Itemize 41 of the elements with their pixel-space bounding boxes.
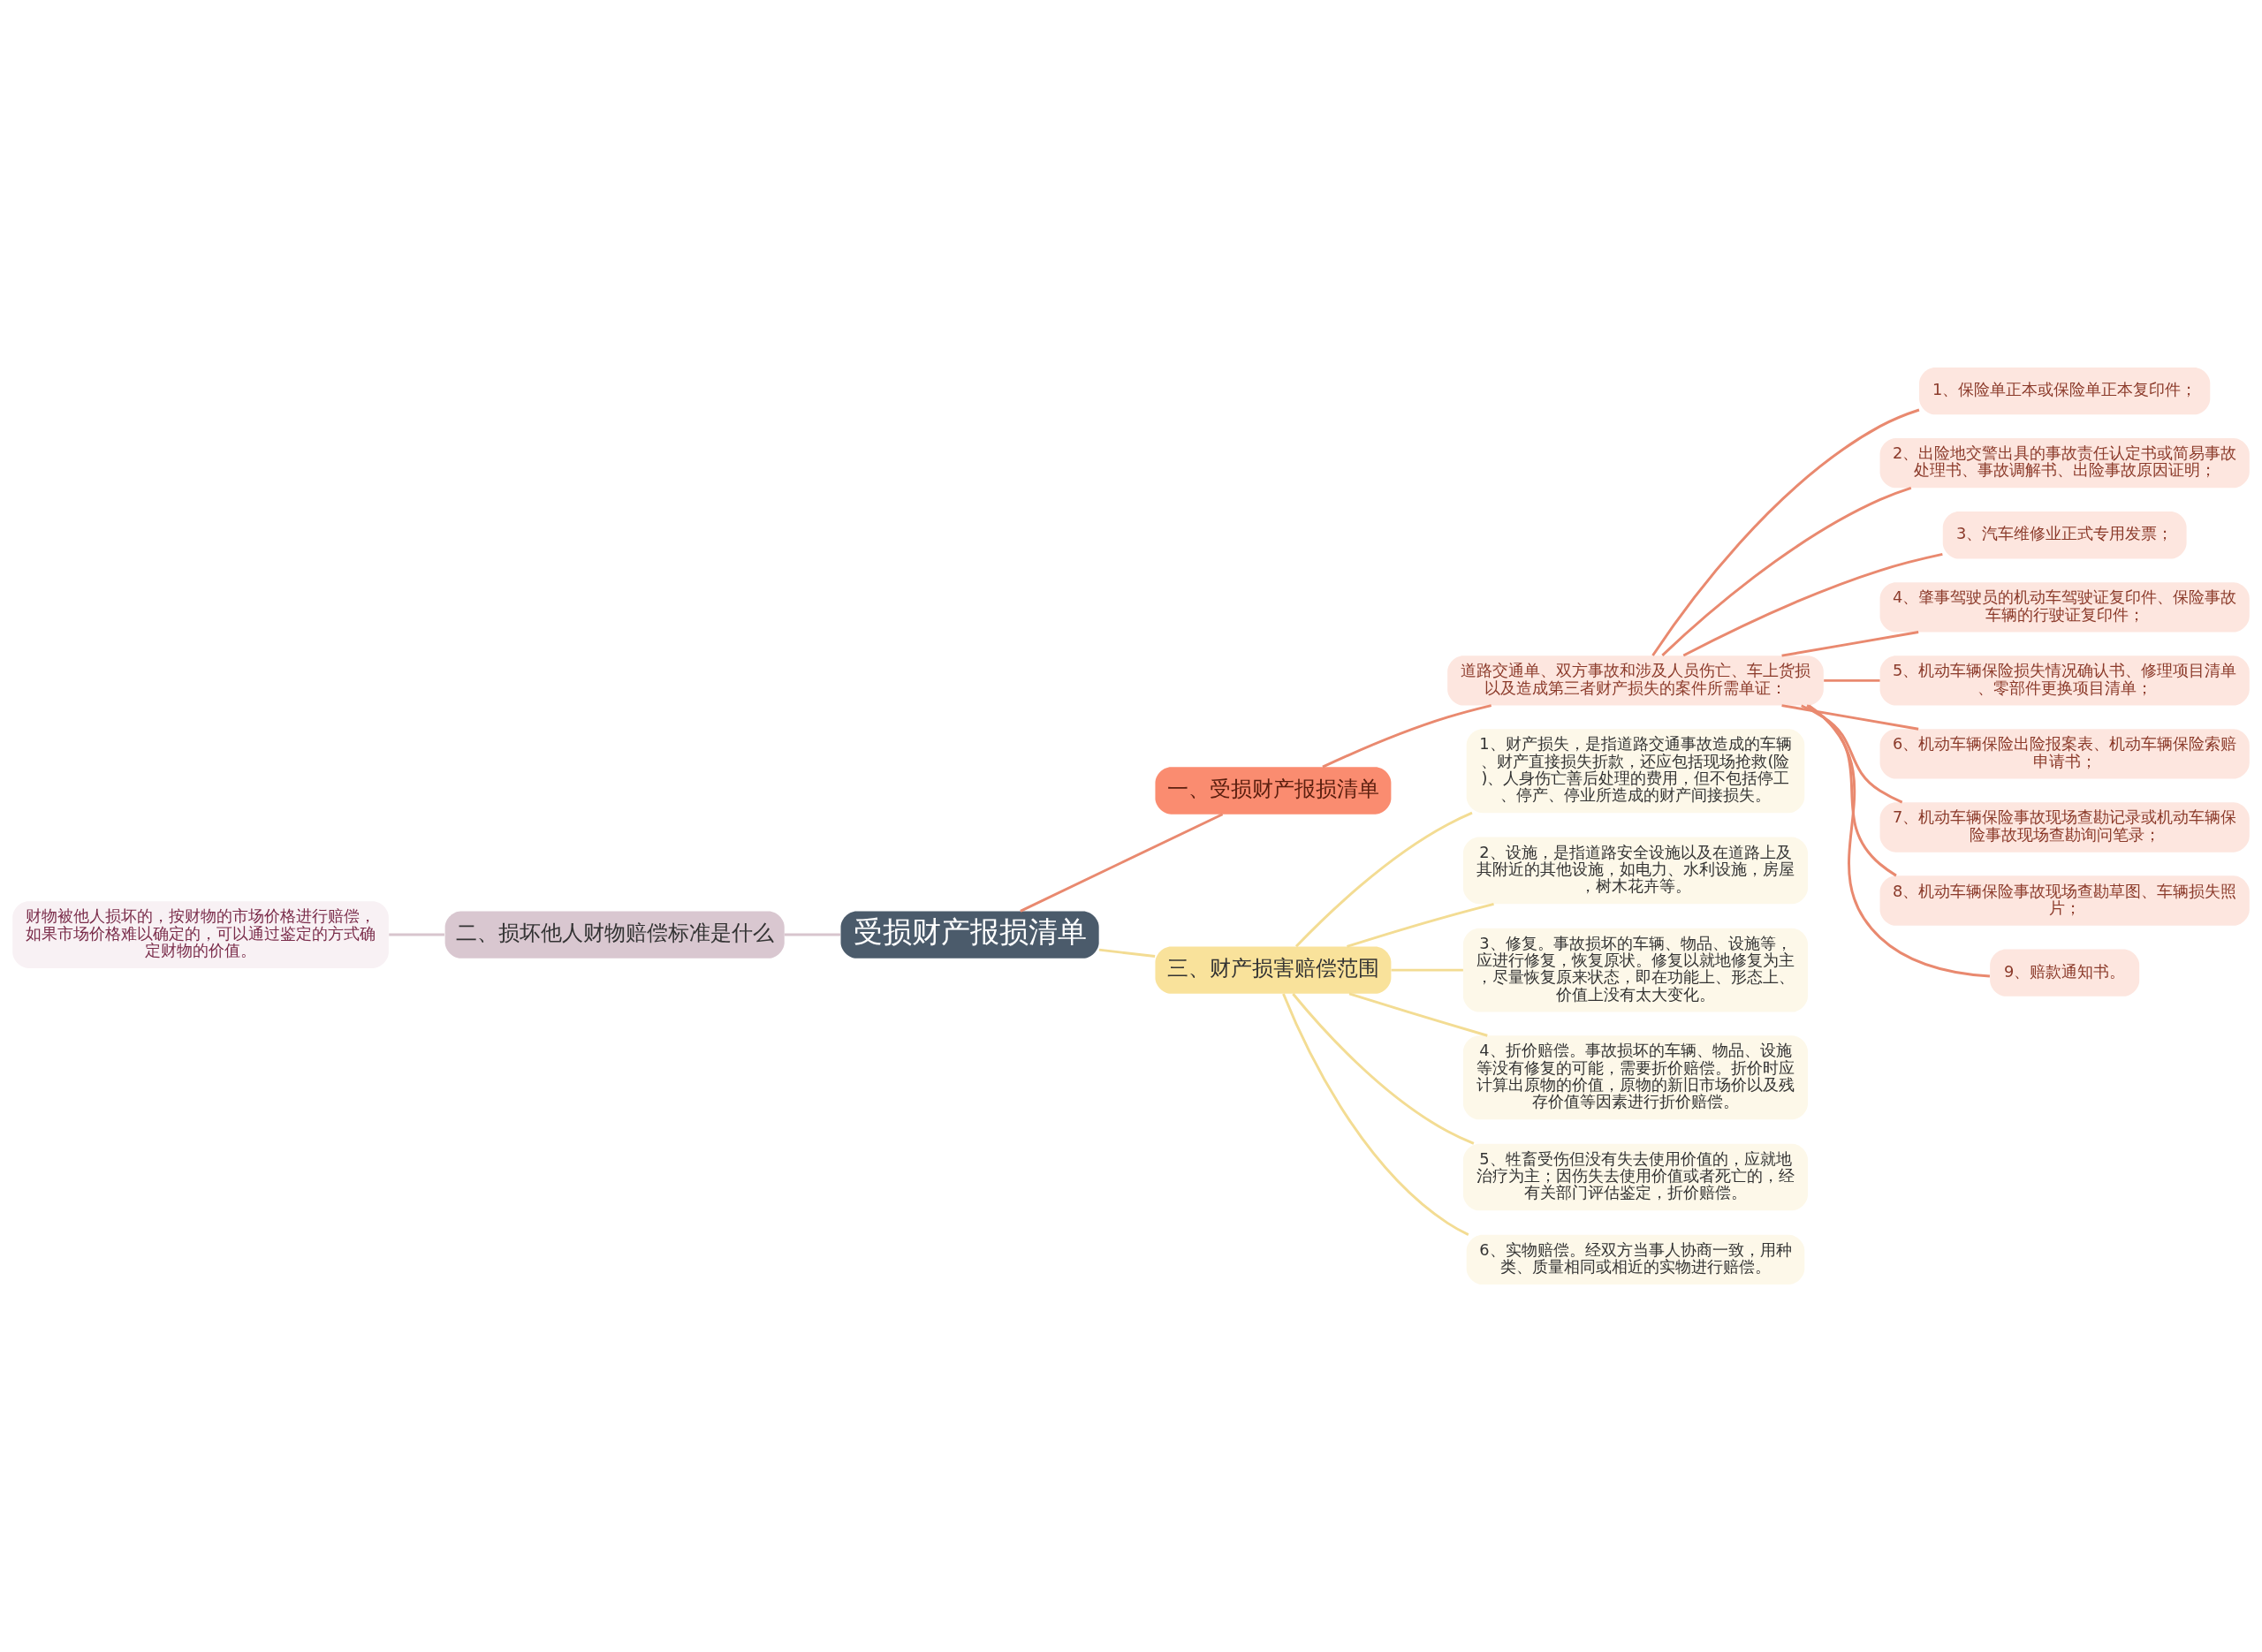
connector [1322,704,1492,769]
node-box: 1、保险单正本或保险单正本复印件； [1919,367,2211,415]
connector [1781,631,1919,657]
connector [1391,968,1463,972]
connector [1682,552,1943,657]
connector [1808,704,1991,978]
node-box: 2、出险地交警出具的事故责任认定书或简易事故处理书、事故调解书、出险事故原因证明； [1879,438,2250,489]
connector [784,933,840,936]
connector [1020,813,1224,913]
node-box: 财物被他人损坏的，按财物的市场价格进行赔偿，如果市场价格难以确定的，可以通过鉴定的方式确定财物的价值。 [12,901,389,968]
node-box: 7、机动车辆保险事故现场查勘记录或机动车辆保险事故现场查勘询问笔录； [1879,802,2250,853]
node-box: 4、肇事驾驶员的机动车驾驶证复印件、保险事故车辆的行驶证复印件； [1879,582,2250,633]
node-box: 一、受损财产报损清单 [1155,767,1392,815]
node-box: 二、损坏他人财物赔偿标准是什么 [444,911,785,959]
connector [1348,992,1488,1037]
connector [1801,704,1903,804]
connector [1806,704,1897,877]
node-box: 6、机动车辆保险出险报案表、机动车辆保险索赔申请书； [1879,729,2250,779]
node-box: 6、实物赔偿。经双方当事人协商一致，用种类、质量相同或相近的实物进行赔偿。 [1466,1234,1805,1285]
connector [1651,408,1920,656]
connector [1294,811,1473,948]
node-box: 3、汽车维修业正式专用发票； [1942,512,2187,559]
node-box: 9、赔款通知书。 [1990,949,2140,997]
connector [1292,993,1475,1145]
connector [1282,993,1469,1236]
connector [1781,704,1919,731]
node-box: 三、财产损害赔偿范围 [1155,946,1392,994]
connector [1098,948,1156,959]
node-box: 道路交通单、双方事故和涉及人员伤亡、车上货损以及造成第三者财产损失的案件所需单证： [1447,655,1824,706]
node-box: 4、折价赔偿。事故损坏的车辆、物品、设施等没有修复的可能，需要折价赔偿。折价时应计算出原物的价值，原物的新旧市场价以及残存价值等因素进行折价赔偿。 [1462,1035,1808,1120]
connector [1824,678,1880,682]
node-box: 5、机动车辆保险损失情况确认书、修理项目清单、零部件更换项目清单； [1879,655,2250,706]
connector [1347,902,1494,948]
node-box: 5、牲畜受伤但没有失去使用价值的，应就地治疗为主；因伤失去使用价值或者死亡的，经有关部门评估鉴定，折价赔偿。 [1462,1143,1808,1211]
connector [389,933,444,936]
node-box: 受损财产报损清单 [840,911,1099,959]
node-box: 2、设施，是指道路安全设施以及在道路上及其附近的其他设施，如电力、水利设施，房屋，树木花卉等。 [1462,837,1808,905]
node-box: 3、修复。事故损坏的车辆、物品、设施等，应进行修复，恢复原状。修复以就地修复为主，尽量恢复原来状态，即在功能上、形态上、价值上没有太大变化。 [1462,928,1808,1012]
connector [1661,487,1912,656]
node-box: 1、财产损失，是指道路交通事故造成的车辆、财产直接损失折款，还应包括现场抢救(险)、人身伤亡善后处理的费用，但不包括停工、停产、停业所造成的财产间接损失。 [1466,729,1805,814]
node-box: 8、机动车辆保险事故现场查勘草图、车辆损失照片； [1879,875,2250,926]
